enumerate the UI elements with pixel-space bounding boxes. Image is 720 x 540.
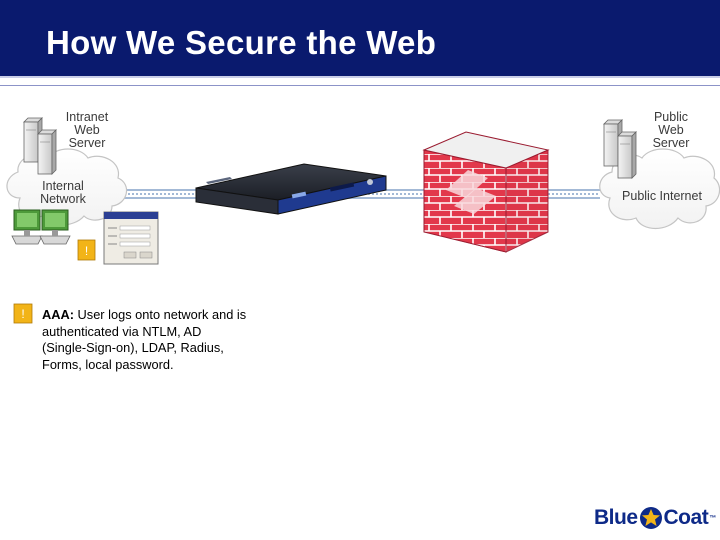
aaa-heading: AAA:: [42, 307, 74, 322]
header-divider: [0, 76, 720, 86]
internal-network-label: Internal Network: [40, 179, 86, 206]
aaa-description: AAA: User logs onto network and is authe…: [42, 307, 247, 373]
intranet-web-server-icon: [23, 117, 57, 175]
intranet-web-server-label: Intranet Web Server: [65, 110, 109, 150]
aaa-bullet-icon: !: [13, 303, 33, 324]
proxy-appliance-icon: [195, 163, 387, 215]
login-dialog-icon: [103, 211, 159, 265]
public-web-server-icon: [603, 119, 637, 179]
logo-trademark: ™: [709, 514, 716, 522]
star-badge-icon: [639, 506, 663, 530]
logo-text-blue: Blue: [594, 506, 638, 529]
callout-marker-text: !: [85, 244, 88, 258]
firewall-icon: [422, 131, 550, 253]
logo-text-coat: Coat: [663, 506, 709, 529]
workstation-icon: [11, 209, 71, 245]
public-web-server-label: Public Web Server: [652, 110, 690, 150]
callout-marker-icon: !: [77, 239, 96, 261]
aaa-bullet-text: !: [21, 307, 24, 321]
bluecoat-logo: Blue Coat ™: [594, 506, 716, 530]
aaa-body: User logs onto network and is authentica…: [42, 307, 247, 372]
public-internet-label: Public Internet: [622, 189, 702, 203]
slide-title: How We Secure the Web: [46, 24, 437, 61]
header-bar: How We Secure the Web: [0, 0, 720, 76]
